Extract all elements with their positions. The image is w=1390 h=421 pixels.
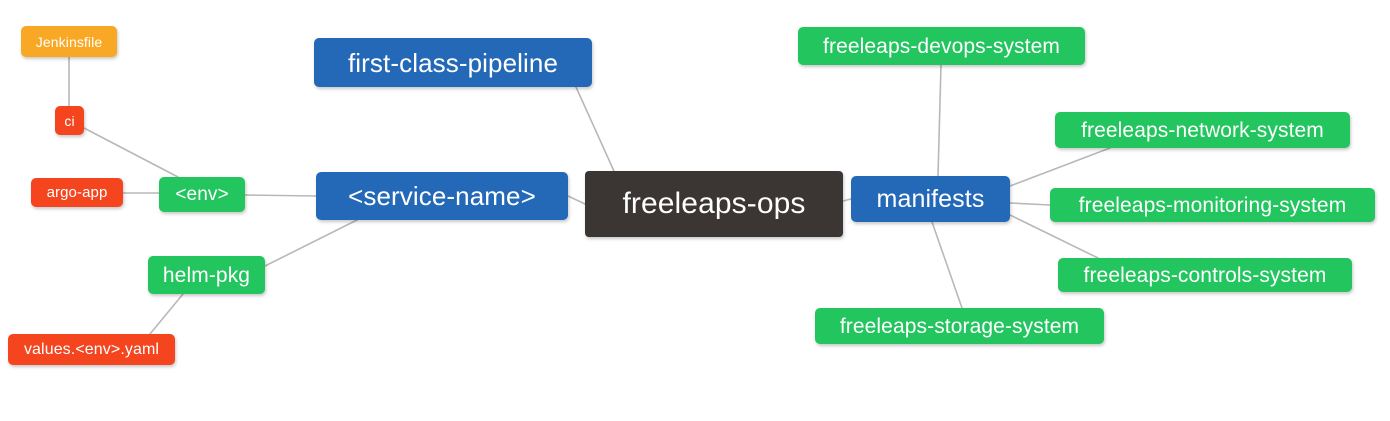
mindmap-node-argo-app[interactable]: argo-app bbox=[31, 178, 123, 207]
mindmap-node-root[interactable]: freeleaps-ops bbox=[585, 171, 843, 237]
mindmap-node-monitoring-system[interactable]: freeleaps-monitoring-system bbox=[1050, 188, 1375, 222]
edge-root-to-manifests bbox=[842, 198, 852, 202]
mindmap-node-label: freeleaps-controls-system bbox=[1083, 263, 1327, 287]
edge-root-to-first-class-pipeline bbox=[575, 86, 619, 181]
mindmap-node-first-class-pipeline[interactable]: first-class-pipeline bbox=[314, 38, 592, 87]
edge-manifests-to-storage-system bbox=[931, 221, 963, 309]
mindmap-node-label: freeleaps-network-system bbox=[1081, 118, 1324, 142]
edge-manifests-to-monitoring-system bbox=[1009, 202, 1051, 206]
mindmap-node-storage-system[interactable]: freeleaps-storage-system bbox=[815, 308, 1104, 344]
mindmap-node-network-system[interactable]: freeleaps-network-system bbox=[1055, 112, 1350, 148]
mindmap-node-label: ci bbox=[64, 112, 75, 129]
mindmap-node-label: values.<env>.yaml bbox=[23, 340, 160, 358]
edge-env-to-ci bbox=[83, 127, 179, 178]
mindmap-node-label: manifests bbox=[876, 184, 985, 213]
edge-service-name-to-helm-pkg bbox=[264, 219, 358, 267]
mindmap-node-helm-pkg[interactable]: helm-pkg bbox=[148, 256, 265, 294]
mindmap-node-label: Jenkinsfile bbox=[35, 33, 103, 50]
mindmap-node-label: helm-pkg bbox=[162, 263, 251, 287]
edge-helm-pkg-to-values-yaml bbox=[149, 293, 184, 335]
mindmap-node-devops-system[interactable]: freeleaps-devops-system bbox=[798, 27, 1085, 65]
mindmap-node-label: argo-app bbox=[46, 184, 108, 201]
edge-service-name-to-env bbox=[244, 194, 317, 197]
mindmap-node-env[interactable]: <env> bbox=[159, 177, 245, 212]
mindmap-node-jenkinsfile[interactable]: Jenkinsfile bbox=[21, 26, 117, 57]
mindmap-node-label: first-class-pipeline bbox=[347, 47, 559, 78]
mindmap-node-label: freeleaps-devops-system bbox=[823, 34, 1060, 58]
mindmap-node-label: freeleaps-ops bbox=[622, 187, 806, 220]
edge-root-to-service-name bbox=[567, 195, 586, 205]
mindmap-node-manifests[interactable]: manifests bbox=[851, 176, 1010, 222]
edge-manifests-to-network-system bbox=[1009, 147, 1111, 187]
mindmap-node-service-name[interactable]: <service-name> bbox=[316, 172, 568, 220]
mindmap-node-values-yaml[interactable]: values.<env>.yaml bbox=[8, 334, 175, 365]
mindmap-node-controls-system[interactable]: freeleaps-controls-system bbox=[1058, 258, 1352, 292]
mindmap-node-label: freeleaps-monitoring-system bbox=[1078, 193, 1347, 217]
mindmap-node-label: <env> bbox=[175, 184, 229, 205]
mindmap-node-label: <service-name> bbox=[348, 181, 536, 211]
mindmap-node-ci[interactable]: ci bbox=[55, 106, 84, 135]
edge-manifests-to-devops-system bbox=[937, 64, 942, 177]
mindmap-node-label: freeleaps-storage-system bbox=[839, 314, 1080, 338]
